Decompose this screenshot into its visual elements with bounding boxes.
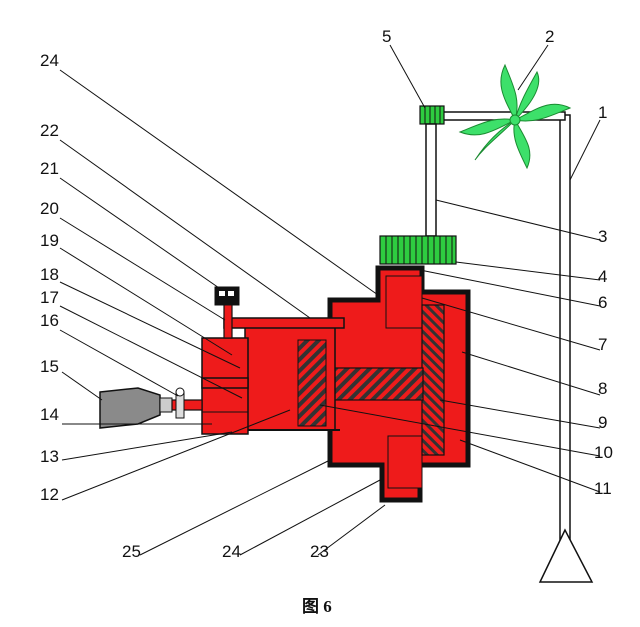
valve-block — [201, 337, 249, 435]
label-8: 8 — [598, 379, 607, 398]
leader-lines — [59, 44, 601, 556]
piston — [297, 339, 327, 427]
label-14: 14 — [40, 405, 59, 424]
figure-caption: 图 6 — [302, 597, 332, 616]
label-3: 3 — [598, 227, 607, 246]
label-24-bottom: 24 — [222, 542, 241, 561]
label-7: 7 — [598, 335, 607, 354]
housing — [324, 265, 471, 503]
label-19: 19 — [40, 231, 59, 250]
piston-chamber — [244, 319, 340, 431]
label-11: 11 — [594, 479, 612, 498]
label-17: 17 — [40, 288, 59, 307]
label-24-top: 24 — [40, 51, 59, 70]
gas-tank — [99, 387, 203, 429]
regulator-knob — [214, 286, 240, 306]
vertical-shaft — [425, 123, 437, 237]
small-gear — [419, 105, 445, 125]
label-5: 5 — [382, 27, 391, 46]
label-21: 21 — [40, 159, 59, 178]
hatched-plate — [421, 304, 445, 456]
label-9: 9 — [598, 413, 607, 432]
label-25: 25 — [122, 542, 141, 561]
propeller — [458, 63, 572, 170]
label-1: 1 — [598, 103, 607, 122]
top-pipe — [214, 286, 345, 339]
screw-rod — [324, 367, 424, 401]
label-10: 10 — [594, 443, 613, 462]
label-16: 16 — [40, 311, 59, 330]
label-13: 13 — [40, 447, 59, 466]
label-12: 12 — [40, 485, 59, 504]
label-2: 2 — [545, 27, 554, 46]
label-4: 4 — [598, 267, 607, 286]
label-15: 15 — [40, 357, 59, 376]
label-18: 18 — [40, 265, 59, 284]
label-20: 20 — [40, 199, 59, 218]
label-6: 6 — [598, 293, 607, 312]
large-gear — [379, 235, 457, 265]
mast-base — [538, 528, 594, 583]
label-22: 22 — [40, 121, 59, 140]
label-23: 23 — [310, 542, 329, 561]
part-labels: 24 22 21 20 19 18 17 16 15 14 13 12 25 2… — [40, 27, 613, 561]
